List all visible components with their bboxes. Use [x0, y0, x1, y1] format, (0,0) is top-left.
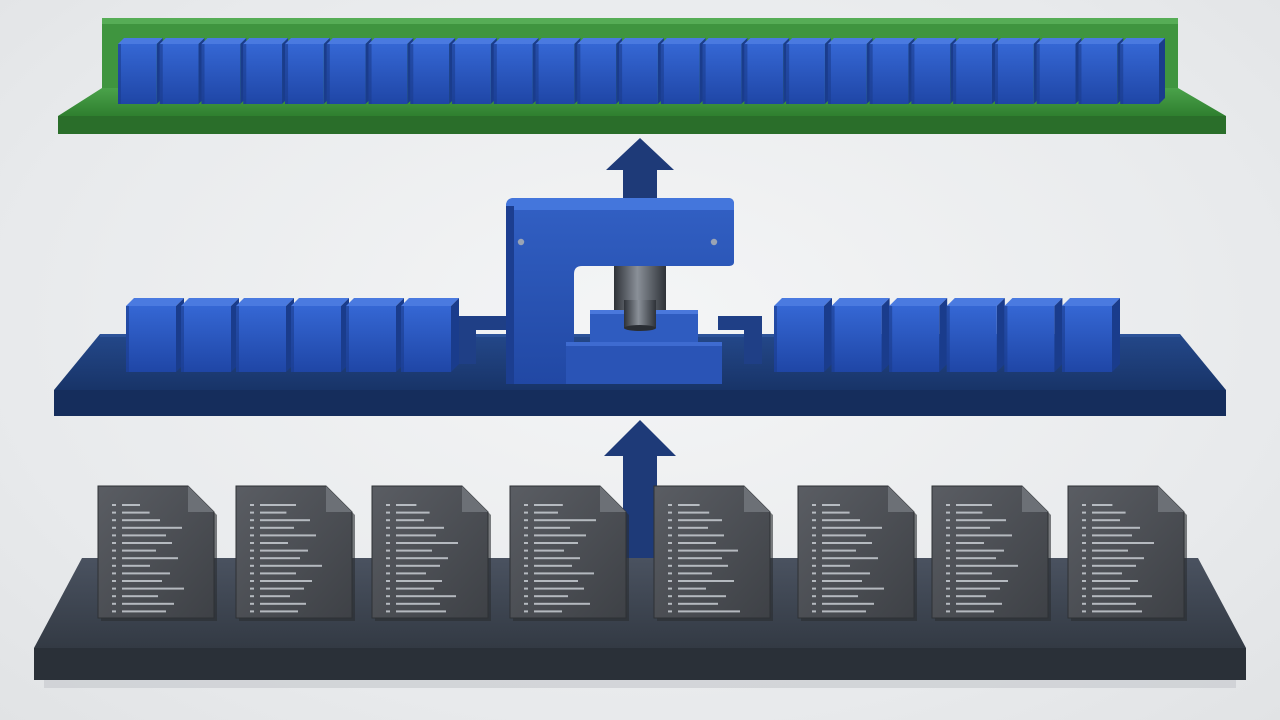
middle-right-block: [831, 298, 890, 372]
document-icon: [1067, 485, 1187, 621]
middle-right-block: [946, 298, 1005, 372]
up-arrow-icon: [604, 420, 676, 562]
document-icon: [797, 485, 917, 621]
document-icon: [235, 485, 355, 621]
top-block: [953, 38, 998, 104]
bottom-layer: [34, 485, 1246, 688]
top-rail-backwall-lip: [102, 18, 1178, 24]
press-left-connector: [458, 316, 508, 364]
document-icon: [371, 485, 491, 621]
top-block: [827, 38, 873, 104]
top-block: [786, 38, 831, 104]
middle-right-block: [1004, 298, 1063, 372]
press-right-connector: [718, 316, 762, 364]
top-block: [911, 38, 957, 104]
middle-left-block: [181, 298, 239, 372]
top-block: [201, 38, 247, 104]
middle-right-block: [1062, 298, 1120, 372]
top-block: [326, 38, 372, 104]
top-block: [702, 38, 748, 104]
bottom-platform-shadow: [44, 680, 1236, 688]
middle-platform-front-edge: [54, 390, 1226, 416]
top-rail-front-edge: [58, 116, 1226, 134]
middle-left-block: [236, 298, 294, 372]
document-icon: [509, 485, 629, 621]
top-block-row: [118, 38, 1165, 104]
document-text-lines: [946, 504, 1018, 613]
top-block: [410, 38, 456, 104]
document-text-lines: [524, 504, 596, 613]
document-text-lines: [112, 504, 184, 613]
top-block: [118, 38, 163, 104]
document-text-lines: [668, 504, 740, 613]
top-block: [577, 38, 623, 104]
top-block: [1078, 38, 1124, 104]
middle-right-block: [774, 298, 832, 372]
top-block: [452, 38, 497, 104]
document-text-lines: [250, 504, 322, 613]
middle-right-block: [889, 298, 948, 372]
document-text-lines: [386, 504, 458, 613]
top-block: [994, 38, 1040, 104]
middle-left-block-row: [126, 298, 459, 372]
top-block: [368, 38, 414, 104]
top-block: [619, 38, 664, 104]
press-machine-icon: [506, 198, 734, 384]
top-block: [285, 38, 330, 104]
top-block: [744, 38, 790, 104]
document-text-lines: [1082, 504, 1154, 613]
top-block: [493, 38, 539, 104]
up-arrow-icon: [606, 138, 674, 204]
top-block: [159, 38, 205, 104]
middle-left-block: [126, 298, 184, 372]
top-block: [660, 38, 706, 104]
middle-layer: [54, 198, 1226, 416]
top-block: [869, 38, 915, 104]
top-layer: [58, 18, 1226, 134]
top-block: [243, 38, 289, 104]
top-block: [1036, 38, 1082, 104]
middle-left-block: [291, 298, 349, 372]
middle-left-block: [346, 298, 404, 372]
document-row: [97, 485, 1187, 621]
document-icon: [931, 485, 1051, 621]
document-icon: [653, 485, 773, 621]
document-icon: [97, 485, 217, 621]
middle-right-block-row: [774, 298, 1120, 372]
bottom-platform-front-edge: [34, 648, 1246, 680]
document-text-lines: [812, 504, 884, 613]
middle-left-block: [401, 298, 459, 372]
top-block: [1120, 38, 1165, 104]
top-block: [535, 38, 581, 104]
